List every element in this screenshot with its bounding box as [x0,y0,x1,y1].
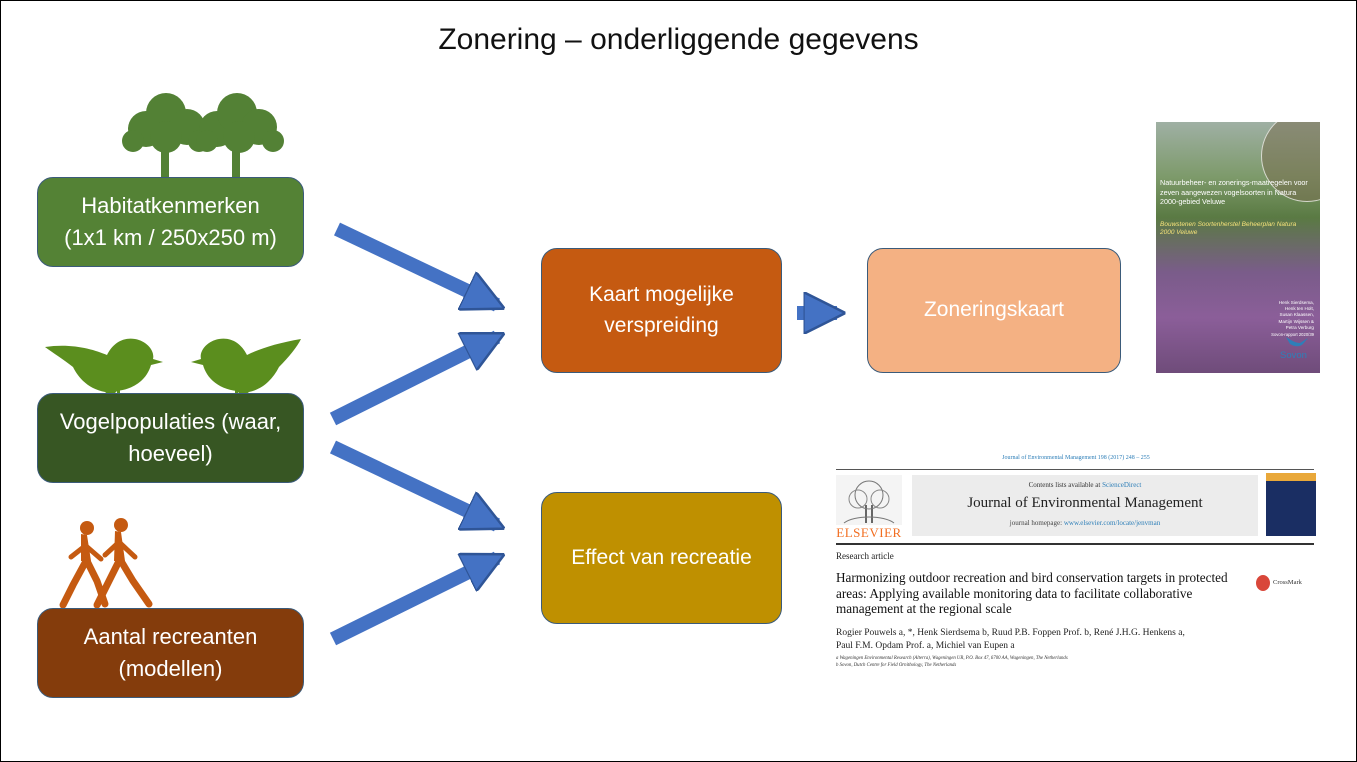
arrow-vogel-to-effect [329,440,497,532]
sovon-logo: Sovon [1280,350,1307,361]
authors-line: Paul F.M. Opdam Prof. a, Michiel van Eup… [836,640,1015,651]
slide-title: Zonering – onderliggende gegevens [438,23,919,56]
arrow-habitat-to-kaart [333,222,497,312]
crossmark-icon [1256,575,1270,591]
tree-left-icon [122,93,210,179]
homepage-url: www.elsevier.com/locate/jenvman [1063,519,1161,527]
arrow-vogel-to-kaart [329,330,497,426]
kaart-line2: verspreiding [604,313,719,337]
contents-prefix: Contents lists available at [1028,481,1101,489]
aantal-line2: (modellen) [118,656,223,681]
affiliation: a Wageningen Environmental Research (Alt… [836,656,1068,661]
cover-subtitle: Bouwstenen Soortenherstel Beheerplan Nat… [1160,221,1297,237]
kaart-line1: Kaart mogelijke [589,283,734,307]
sciencedirect-link: ScienceDirect [1102,481,1142,489]
journal-banner: Contents lists available at ScienceDirec… [912,475,1258,536]
affiliation: b Sovon, Dutch Centre for Field Ornithol… [836,663,957,669]
cover-authors: Henk Sierdsema, Henk ten Holt, Susan Kla… [1279,300,1314,331]
header-rule [836,469,1314,470]
habitat-box: Habitatkenmerken (1x1 km / 250x250 m) [37,177,304,267]
authors-line: Rogier Pouwels a, *, Henk Sierdsema b, R… [836,628,1185,638]
walkers-icon [59,518,153,609]
vogel-box: Vogelpopulaties (waar, hoeveel) [37,393,304,483]
habitat-line2: (1x1 km / 250x250 m) [64,225,277,250]
elsevier-wordmark: ELSEVIER [836,525,902,540]
homepage-prefix: journal homepage: [1009,519,1063,527]
walker-back-icon [59,521,109,609]
cover-author: Henk ten Holt, [1284,306,1314,312]
report-cover-image: Natuurbeheer- en zonerings-maatregelen v… [1156,122,1320,373]
vogel-line1: Vogelpopulaties (waar, [59,409,282,435]
kaart-box: Kaart mogelijke verspreiding [541,248,782,373]
zonering-box: Zoneringskaart [867,248,1121,373]
birds-icon [45,338,301,397]
habitat-line1: Habitatkenmerken [81,193,260,219]
tree-right-icon [196,93,284,179]
journal-homepage: journal homepage: www.elsevier.com/locat… [912,519,1258,527]
contents-line: Contents lists available at ScienceDirec… [912,481,1258,489]
crossmark-label: CrossMark [1273,579,1302,586]
aantal-box: Aantal recreanten (modellen) [37,608,304,698]
trees-icon [122,93,284,179]
swallow-logo-icon [1286,337,1308,347]
cover-title: Natuurbeheer- en zonerings-maatregelen v… [1160,178,1308,207]
elsevier-tree-icon [836,475,902,525]
arrows [329,222,837,646]
vogel-line2: hoeveel) [128,441,213,466]
article-affiliations: a Wageningen Environmental Research (Alt… [836,655,1306,669]
bird-right-icon [191,338,301,397]
header-rule-bold [836,543,1314,545]
journal-article-image: Journal of Environmental Management 198 … [826,447,1326,687]
walker-front-icon [93,518,153,609]
cover-author: Susan Klaassen, [1279,312,1314,318]
aantal-line1: Aantal recreanten [83,624,258,650]
journal-name: Journal of Environmental Management [967,495,1203,511]
article-type: Research article [836,551,894,561]
cover-author: Henk Sierdsema, [1278,300,1314,305]
article-title: Harmonizing outdoor recreation and bird … [836,570,1228,617]
effect-label: Effect van recreatie [571,545,752,569]
effect-box: Effect van recreatie [541,492,782,624]
arrow-aantal-to-effect [329,551,497,646]
bird-left-icon [45,338,163,397]
article-citation: Journal of Environmental Management 198 … [1002,455,1150,461]
zonering-label: Zoneringskaart [923,298,1065,322]
article-authors: Rogier Pouwels a, *, Henk Sierdsema b, R… [836,627,1296,653]
cover-report-number: Sovon-rapport 2020/39 [1271,332,1314,337]
journal-cover-thumbnail [1266,473,1316,536]
cover-author: Martijn Wijssen & [1278,318,1314,324]
cover-author: Petra Verburg [1285,324,1314,330]
